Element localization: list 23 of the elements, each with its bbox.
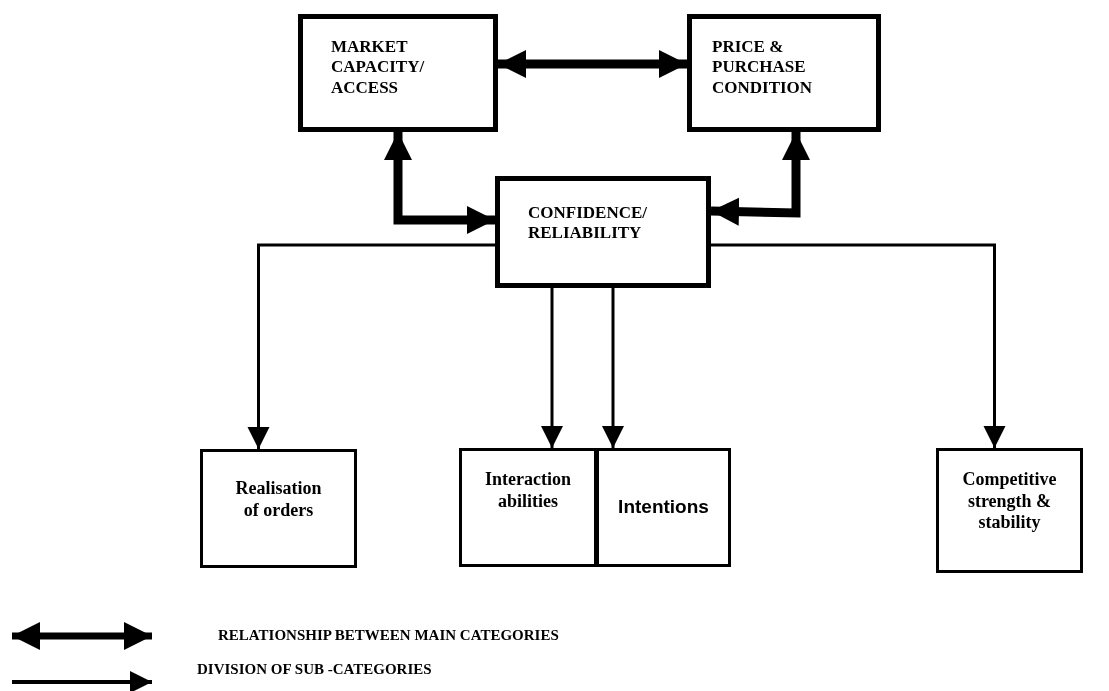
category-label: PRICE & PURCHASE CONDITION xyxy=(712,37,814,99)
arrow xyxy=(541,288,563,448)
category-box xyxy=(200,449,357,568)
category-label: Interaction abilities xyxy=(484,469,572,513)
category-box xyxy=(495,176,711,288)
category-label: CONFIDENCE/ RELIABILITY xyxy=(528,203,648,244)
category-box xyxy=(298,14,498,132)
category-label: Intentions xyxy=(617,496,710,519)
category-box xyxy=(459,448,597,567)
double-arrow xyxy=(384,132,495,234)
double-arrow xyxy=(710,132,810,226)
legend-label: DIVISION OF SUB -CATEGORIES xyxy=(197,661,432,678)
double-arrow xyxy=(498,50,687,78)
arrow xyxy=(247,243,495,449)
arrow xyxy=(711,243,1006,448)
arrow xyxy=(602,288,624,448)
category-label: Competitive strength & stability xyxy=(961,469,1058,534)
category-box xyxy=(687,14,881,132)
category-box xyxy=(596,448,731,567)
category-label: MARKET CAPACITY/ ACCESS xyxy=(331,37,426,99)
category-box xyxy=(936,448,1083,573)
category-label: Realisation of orders xyxy=(234,478,323,522)
legend-label: RELATIONSHIP BETWEEN MAIN CATEGORIES xyxy=(218,627,559,644)
